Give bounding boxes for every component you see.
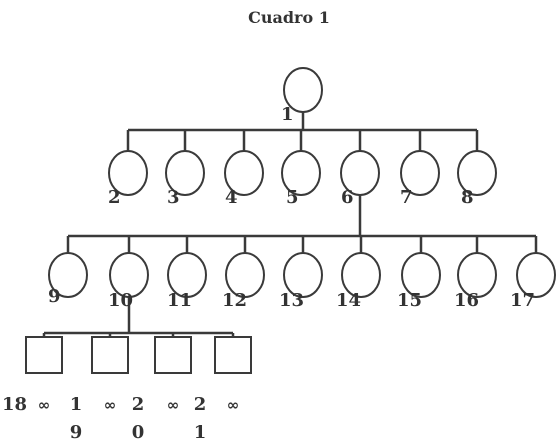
node-15: 15 <box>397 252 441 311</box>
infinity-mark: ∞ <box>227 396 240 414</box>
node-label: 6 <box>341 187 354 208</box>
circle-node <box>48 252 88 298</box>
circle-node <box>341 252 381 298</box>
node-label: 8 <box>461 187 474 208</box>
node-9: 9 <box>48 252 88 307</box>
node-4: 4 <box>224 150 264 208</box>
infinity-mark: ∞ <box>167 396 180 414</box>
circle-node <box>167 252 207 298</box>
node-label: 14 <box>336 290 361 311</box>
node-label: 9 <box>48 286 61 307</box>
node-14: 14 <box>336 252 381 311</box>
circle-node <box>224 150 264 196</box>
square-node <box>214 336 252 374</box>
node-3: 3 <box>165 150 205 208</box>
node-label: 13 <box>279 290 304 311</box>
node-label: 12 <box>222 290 247 311</box>
circle-node <box>165 150 205 196</box>
node-label: 4 <box>225 187 238 208</box>
circle-node <box>457 252 497 298</box>
connector-6 <box>66 195 538 253</box>
node-12: 12 <box>222 252 265 311</box>
node-label: 15 <box>397 290 422 311</box>
node-label: 17 <box>510 290 535 311</box>
node-1: 1 <box>281 67 323 125</box>
node-label: 3 <box>167 187 180 208</box>
node-18: ∞ 18 <box>2 336 63 415</box>
circle-node <box>516 252 556 298</box>
circle-node <box>225 252 265 298</box>
node-7: 7 <box>400 150 440 208</box>
circle-node <box>283 252 323 298</box>
node-label: 16 <box>454 290 479 311</box>
square-node <box>154 336 192 374</box>
node-label: 18 <box>2 394 27 415</box>
node-8: 8 <box>457 150 497 208</box>
node-label: 11 <box>167 290 192 311</box>
circle-node <box>401 252 441 298</box>
connector-10 <box>42 297 235 337</box>
node-10: 10 <box>108 252 149 311</box>
circle-node <box>109 252 149 298</box>
infinity-mark: ∞ <box>38 396 51 414</box>
circle-node <box>457 150 497 196</box>
circle-node <box>283 67 323 113</box>
square-node <box>25 336 63 374</box>
circle-node <box>108 150 148 196</box>
connector-lines <box>42 112 538 337</box>
node-label: 7 <box>400 187 413 208</box>
node-5: 5 <box>281 150 321 208</box>
node-6: 6 <box>340 150 380 208</box>
node-11: 11 <box>167 252 207 311</box>
circle-node <box>400 150 440 196</box>
circle-node <box>281 150 321 196</box>
diagram-title: Cuadro 1 <box>248 8 330 27</box>
node-13: 13 <box>279 252 323 311</box>
node-16: 16 <box>454 252 497 311</box>
node-label: 10 <box>108 290 133 311</box>
node-label: 5 <box>286 187 299 208</box>
node-2: 2 <box>108 150 148 208</box>
infinity-mark: ∞ <box>104 396 117 414</box>
node-label: 2 <box>108 187 121 208</box>
node-17: 17 <box>510 252 556 311</box>
connector-1 <box>126 112 479 151</box>
circle-node <box>340 150 380 196</box>
node-label: 1 <box>281 104 294 125</box>
square-node <box>91 336 129 374</box>
